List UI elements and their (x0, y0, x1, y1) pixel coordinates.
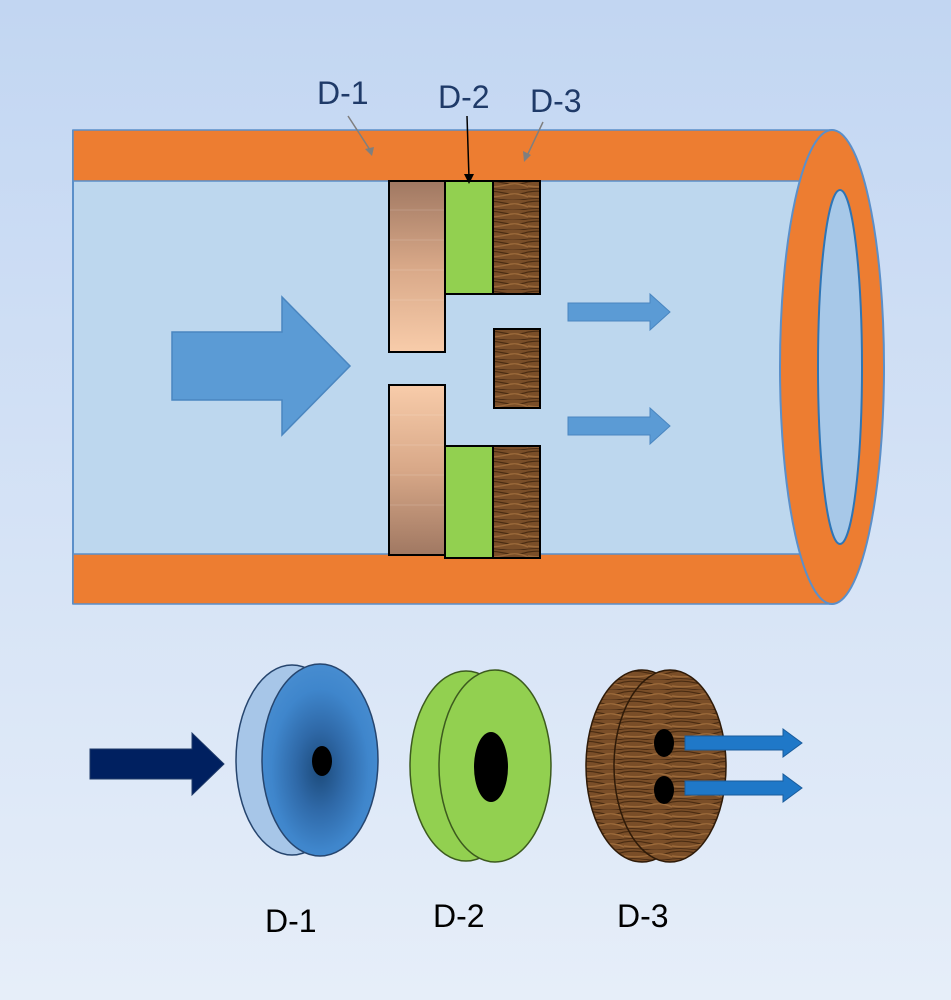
right-arrow-icon (684, 773, 803, 803)
d1-block-bottom (388, 384, 446, 556)
right-arrow-icon (171, 295, 352, 437)
pointer-arrow-icon (523, 121, 544, 162)
disk-d2 (409, 669, 552, 863)
label-bottom-d3: D-3 (617, 898, 669, 934)
label-top-d2: D-2 (438, 79, 490, 115)
pointer-arrow-icon (464, 115, 474, 184)
d2-block-top (444, 180, 494, 295)
label-top-d3: D-3 (530, 83, 582, 119)
d3-block-middle (493, 328, 541, 409)
d3-block-top (492, 180, 541, 295)
label-bottom-d1: D-1 (265, 903, 317, 939)
right-arrow-icon (567, 292, 671, 332)
pointer-arrow-icon (347, 115, 374, 156)
d1-block-top (388, 180, 446, 353)
d2-block-bottom (444, 445, 494, 559)
label-top-d1: D-1 (317, 75, 369, 111)
pipe-bottom-wall (72, 553, 834, 605)
pipe-opening-hole (817, 189, 863, 545)
right-arrow-icon (89, 731, 225, 797)
d1-texture (390, 209, 444, 506)
d3-block-bottom (492, 445, 541, 559)
label-bottom-d2: D-2 (433, 898, 485, 934)
disk-d1 (235, 663, 379, 857)
right-arrow-icon (684, 728, 803, 758)
disk-d3 (585, 669, 727, 863)
right-arrow-icon (567, 406, 671, 446)
pipe-top-wall (72, 129, 834, 182)
